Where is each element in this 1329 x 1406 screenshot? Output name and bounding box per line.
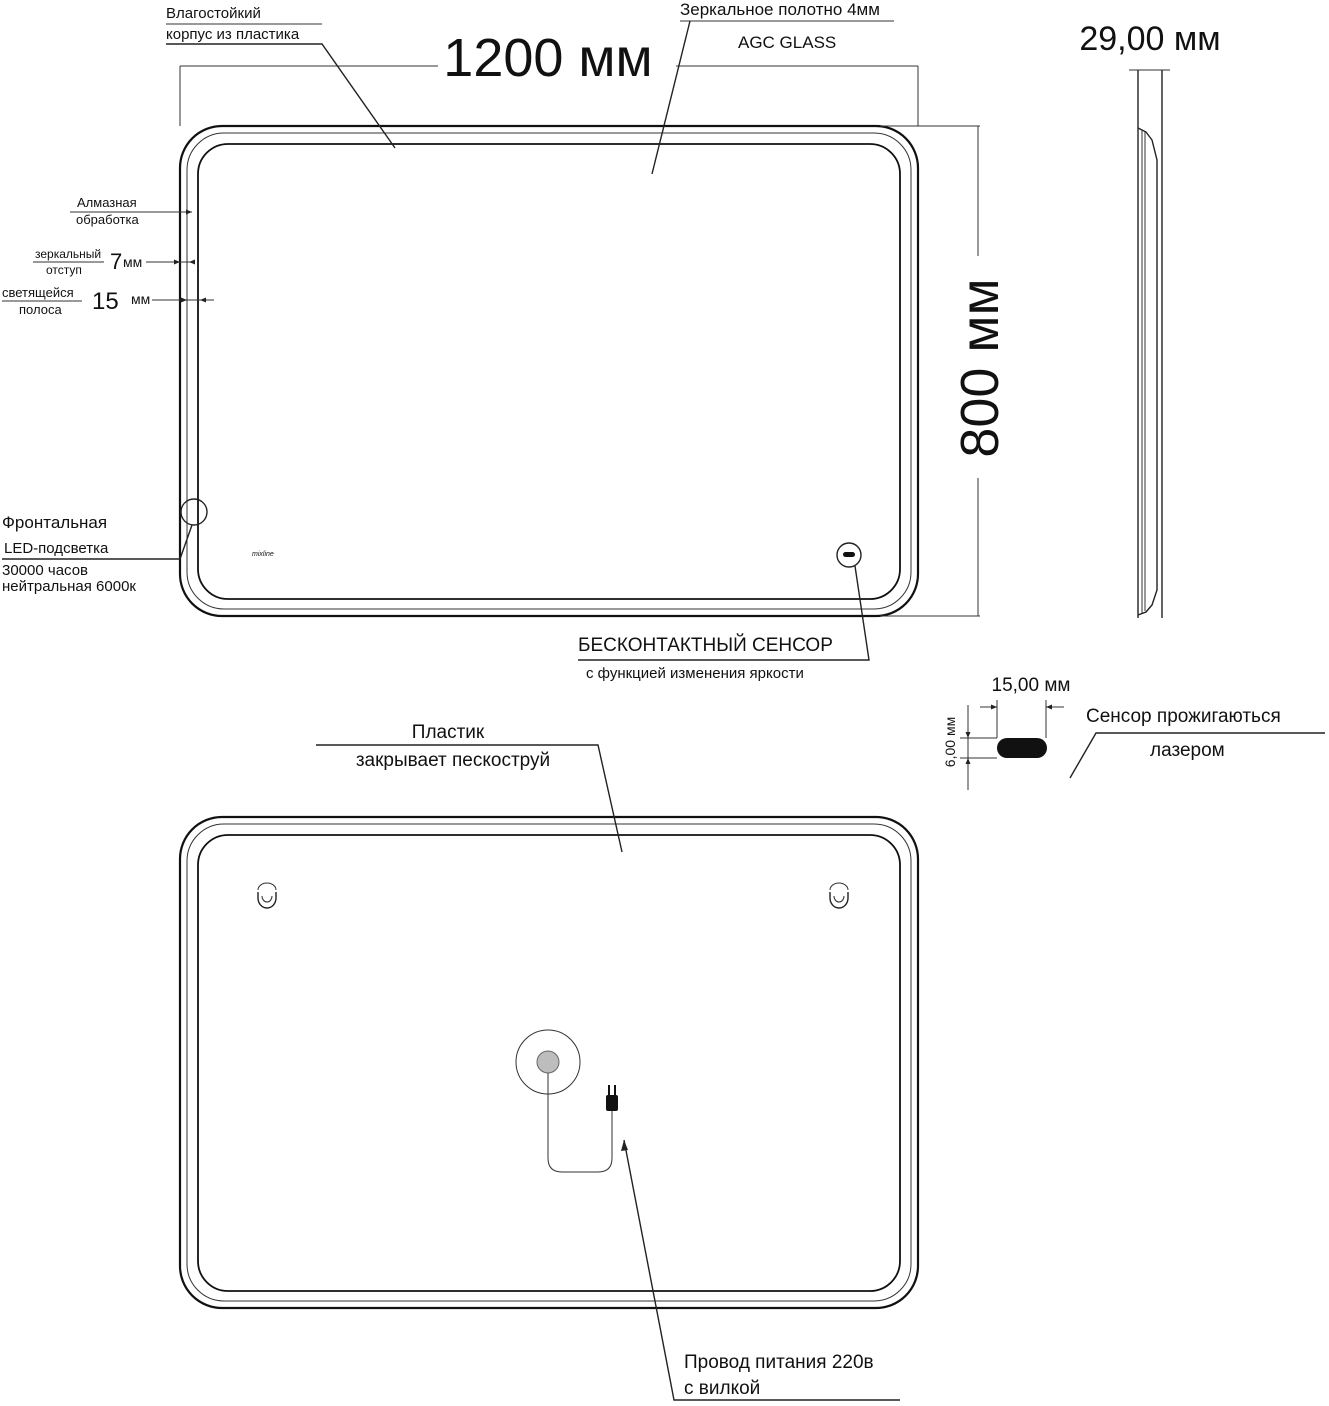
plastic-label-2: закрывает пескоструй (356, 750, 550, 771)
front-led-strip (197, 143, 901, 600)
strip-unit: мм (131, 291, 150, 307)
power-cable (547, 1073, 613, 1173)
mirror-offset-value: 7 (110, 249, 122, 274)
back-outer-frame (178, 815, 920, 1310)
mirror-offset-label: зеркальный (35, 247, 101, 261)
led-color-label: нейтральная 6000к (2, 578, 136, 595)
cable-label-2: с вилкой (684, 1378, 760, 1399)
sensor-laser-note-2: лазером (1150, 740, 1225, 761)
led-leader-line (2, 524, 193, 560)
sensor-icon (843, 552, 855, 557)
housing-leader-line (166, 43, 396, 149)
housing-label-2: корпус из пластика (166, 26, 300, 43)
sensor-circle (836, 542, 862, 568)
diamond-label-2: обработка (76, 212, 139, 227)
side-view: 29,00 мм (1079, 20, 1221, 618)
plug-icon (606, 1085, 618, 1111)
strip-label-2: полоса (19, 302, 62, 317)
cable-leader-line (623, 1139, 900, 1401)
depth-dimension-label: 29,00 мм (1079, 20, 1220, 58)
front-outer-frame (178, 124, 920, 618)
power-driver-core (536, 1050, 560, 1074)
sensor-label: БЕСКОНТАКТНЫЙ СЕНСОР (578, 634, 833, 656)
led-label: Фронтальная (2, 513, 107, 532)
glass-brand-label: AGC GLASS (738, 33, 836, 52)
sensor-laser-note: Сенсор прожигаються (1086, 706, 1281, 727)
strip-label: светящейся (2, 285, 74, 300)
sensor-detail-shape (997, 738, 1047, 758)
sensor-note-leader (1069, 732, 1325, 779)
housing-label: Влагостойкий (166, 5, 261, 22)
plastic-leader-line (316, 744, 623, 853)
front-diamond-edge (186, 132, 912, 610)
brand-logo: mixline (252, 551, 274, 558)
height-dimension-label: 800 мм (950, 278, 1010, 457)
width-dimension-label: 1200 мм (443, 28, 652, 88)
led-detail-circle (180, 498, 208, 526)
mirror-offset-label-2: отступ (46, 263, 82, 277)
side-profile-body (1137, 127, 1158, 616)
sensor-height-label: 6,00 мм (942, 717, 958, 767)
mirror-offset-unit: мм (123, 254, 142, 270)
plastic-label: Пластик (412, 722, 485, 743)
strip-value: 15 (92, 288, 119, 315)
glass-leader-line (651, 20, 691, 175)
led-lifetime-label: 30000 часов (2, 562, 88, 579)
cable-label: Провод питания 220в (684, 1352, 874, 1373)
front-view: 1200 мм 800 мм Зеркальное полотно 4мм AG… (2, 0, 1010, 682)
right-hanger-icon (829, 882, 849, 909)
diamond-label: Алмазная (77, 195, 137, 210)
sensor-detail: 15,00 мм 6,00 мм Сенсор прожигаються лаз… (942, 675, 1325, 790)
sensor-width-label: 15,00 мм (992, 675, 1071, 696)
sensor-sub-label: с функцией изменения яркости (586, 665, 804, 682)
back-plastic-panel (197, 834, 901, 1292)
glass-label: Зеркальное полотно 4мм (680, 0, 880, 19)
left-hanger-icon (257, 882, 277, 909)
led-label-2: LED-подсветка (4, 540, 109, 557)
sensor-leader-line (578, 565, 870, 661)
back-view: Пластик закрывает пескоструй Провод пита… (178, 722, 920, 1401)
